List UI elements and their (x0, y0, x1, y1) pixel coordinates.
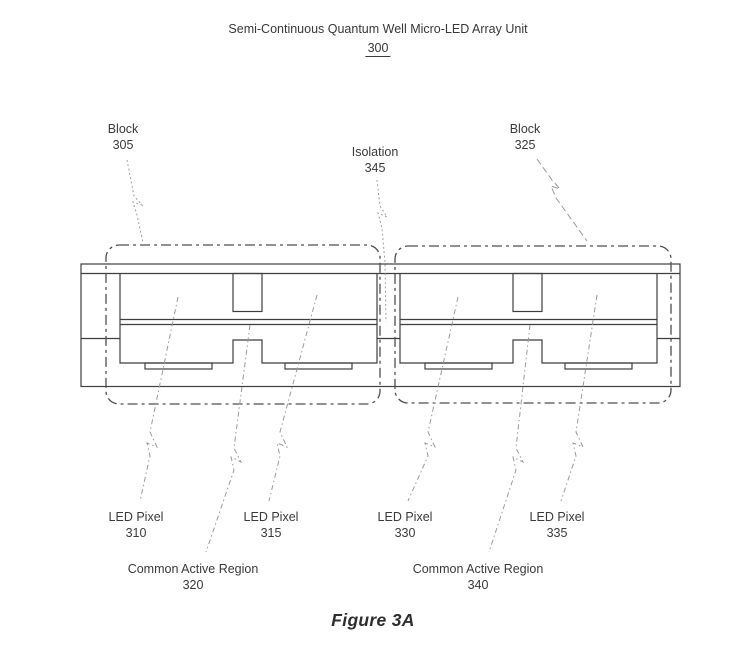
label-led-pixel-335-ref: 335 (546, 526, 568, 540)
label-led-pixel-335: LED Pixel 335 (530, 509, 585, 541)
block-325-top-trench (512, 272, 543, 313)
label-led-pixel-310: LED Pixel 310 (109, 509, 164, 541)
label-block-325: Block 325 (510, 121, 541, 153)
label-led-pixel-330: LED Pixel 330 (378, 509, 433, 541)
label-led-pixel-330-ref: 330 (394, 526, 416, 540)
figure-title: Semi-Continuous Quantum Well Micro-LED A… (228, 21, 528, 57)
label-isolation-345: Isolation 345 (352, 144, 399, 176)
leader-lines (126, 158, 598, 553)
label-isolation-345-text: Isolation (351, 145, 399, 159)
label-block-305: Block 305 (108, 121, 139, 153)
label-block-305-text: Block (107, 122, 139, 136)
label-led-pixel-310-ref: 310 (125, 526, 147, 540)
label-block-325-text: Block (509, 122, 541, 136)
label-led-pixel-335-text: LED Pixel (529, 510, 585, 524)
label-led-pixel-315: LED Pixel 315 (244, 509, 299, 541)
leader-common-active-region-340 (488, 324, 531, 553)
label-block-325-ref: 325 (514, 138, 536, 152)
figure-title-ref-line: 300 (228, 37, 527, 57)
label-led-pixel-330-text: LED Pixel (377, 510, 433, 524)
block-325-mesa-outline (399, 273, 658, 364)
leader-led-pixel-330 (407, 296, 459, 502)
figure-title-ref: 300 (365, 41, 391, 57)
label-common-active-region-340-ref: 340 (467, 578, 489, 592)
label-common-active-region-320-ref: 320 (182, 578, 204, 592)
label-common-active-region-320-text: Common Active Region (127, 562, 259, 576)
leader-block-325 (536, 158, 588, 242)
led-pixel-330-contact-pad (424, 362, 493, 370)
label-common-active-region-340-text: Common Active Region (412, 562, 544, 576)
label-block-305-ref: 305 (112, 138, 134, 152)
figure-caption: Figure 3A (331, 610, 415, 630)
block-305-mesa-outline (119, 273, 378, 364)
label-led-pixel-310-text: LED Pixel (108, 510, 164, 524)
leader-block-305 (126, 159, 144, 244)
block-325-boundary (394, 245, 672, 404)
block-305-top-trench (232, 272, 263, 313)
label-led-pixel-315-ref: 315 (260, 526, 282, 540)
leader-common-active-region-320 (205, 324, 251, 553)
label-common-active-region-320: Common Active Region 320 (128, 561, 259, 593)
led-pixel-315-contact-pad (284, 362, 353, 370)
leader-led-pixel-335 (560, 294, 598, 502)
leader-led-pixel-310 (139, 296, 179, 502)
label-common-active-region-340: Common Active Region 340 (413, 561, 544, 593)
leader-led-pixel-315 (268, 294, 318, 502)
label-led-pixel-315-text: LED Pixel (243, 510, 299, 524)
led-pixel-335-contact-pad (564, 362, 633, 370)
block-305-boundary (105, 244, 381, 405)
figure-title-text: Semi-Continuous Quantum Well Micro-LED A… (228, 22, 528, 36)
block-boundaries (105, 244, 672, 405)
led-pixel-310-contact-pad (144, 362, 213, 370)
label-isolation-345-ref: 345 (364, 161, 386, 175)
leader-isolation-345 (376, 179, 389, 323)
